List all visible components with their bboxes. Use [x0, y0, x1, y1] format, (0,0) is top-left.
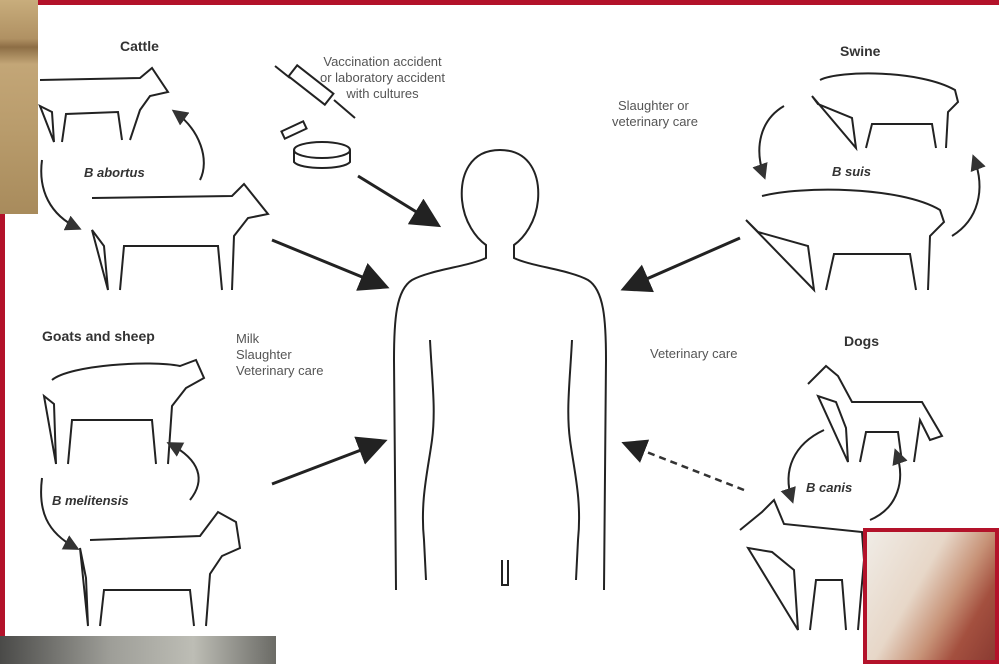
arrow-goats-to-human	[272, 442, 382, 484]
swine-species-label: B suis	[832, 164, 871, 180]
dogs-species-label: B canis	[806, 480, 852, 496]
swine-cycle-arrow-right	[952, 158, 979, 236]
arrow-cattle-to-human	[272, 240, 384, 286]
goats-title: Goats and sheep	[42, 328, 155, 344]
cattle-cycle-arrow-left	[41, 160, 78, 228]
goats-cycle-arrow-left	[41, 478, 76, 548]
corner-photo-top-left	[0, 0, 38, 214]
arrow-dogs-to-human	[626, 444, 744, 490]
cow-top-icon	[40, 68, 168, 142]
dogs-title: Dogs	[844, 333, 879, 349]
accident-route-label: Vaccination accident or laboratory accid…	[320, 54, 445, 102]
pig-top-icon	[812, 73, 958, 148]
swine-cycle-arrow-left	[759, 106, 784, 176]
cattle-species-label: B abortus	[84, 165, 145, 181]
swine-route-label: Slaughter or veterinary care	[612, 98, 698, 130]
corner-photo-bottom-right	[863, 528, 999, 664]
pig-bottom-icon	[746, 190, 944, 290]
cattle-cycle-arrow-right	[175, 112, 204, 180]
goat-icon	[80, 512, 240, 626]
goats-cycle-arrow-right	[170, 444, 199, 500]
goats-species-label: B melitensis	[52, 493, 129, 509]
swine-title: Swine	[840, 43, 880, 59]
petri-dish-icon	[294, 142, 350, 168]
dog-top-icon	[808, 366, 942, 462]
vial-icon	[281, 121, 306, 138]
goats-route-label: Milk Slaughter Veterinary care	[236, 331, 323, 379]
cow-bottom-icon	[92, 184, 268, 290]
dog-bottom-icon	[740, 500, 864, 630]
arrow-accident-to-human	[358, 176, 436, 224]
dogs-route-label: Veterinary care	[650, 346, 737, 362]
dogs-cycle-arrow-right	[870, 452, 900, 520]
arrow-swine-to-human	[626, 238, 740, 288]
cattle-title: Cattle	[120, 38, 159, 54]
sheep-icon	[44, 360, 204, 464]
corner-photo-bottom-left	[0, 636, 276, 664]
